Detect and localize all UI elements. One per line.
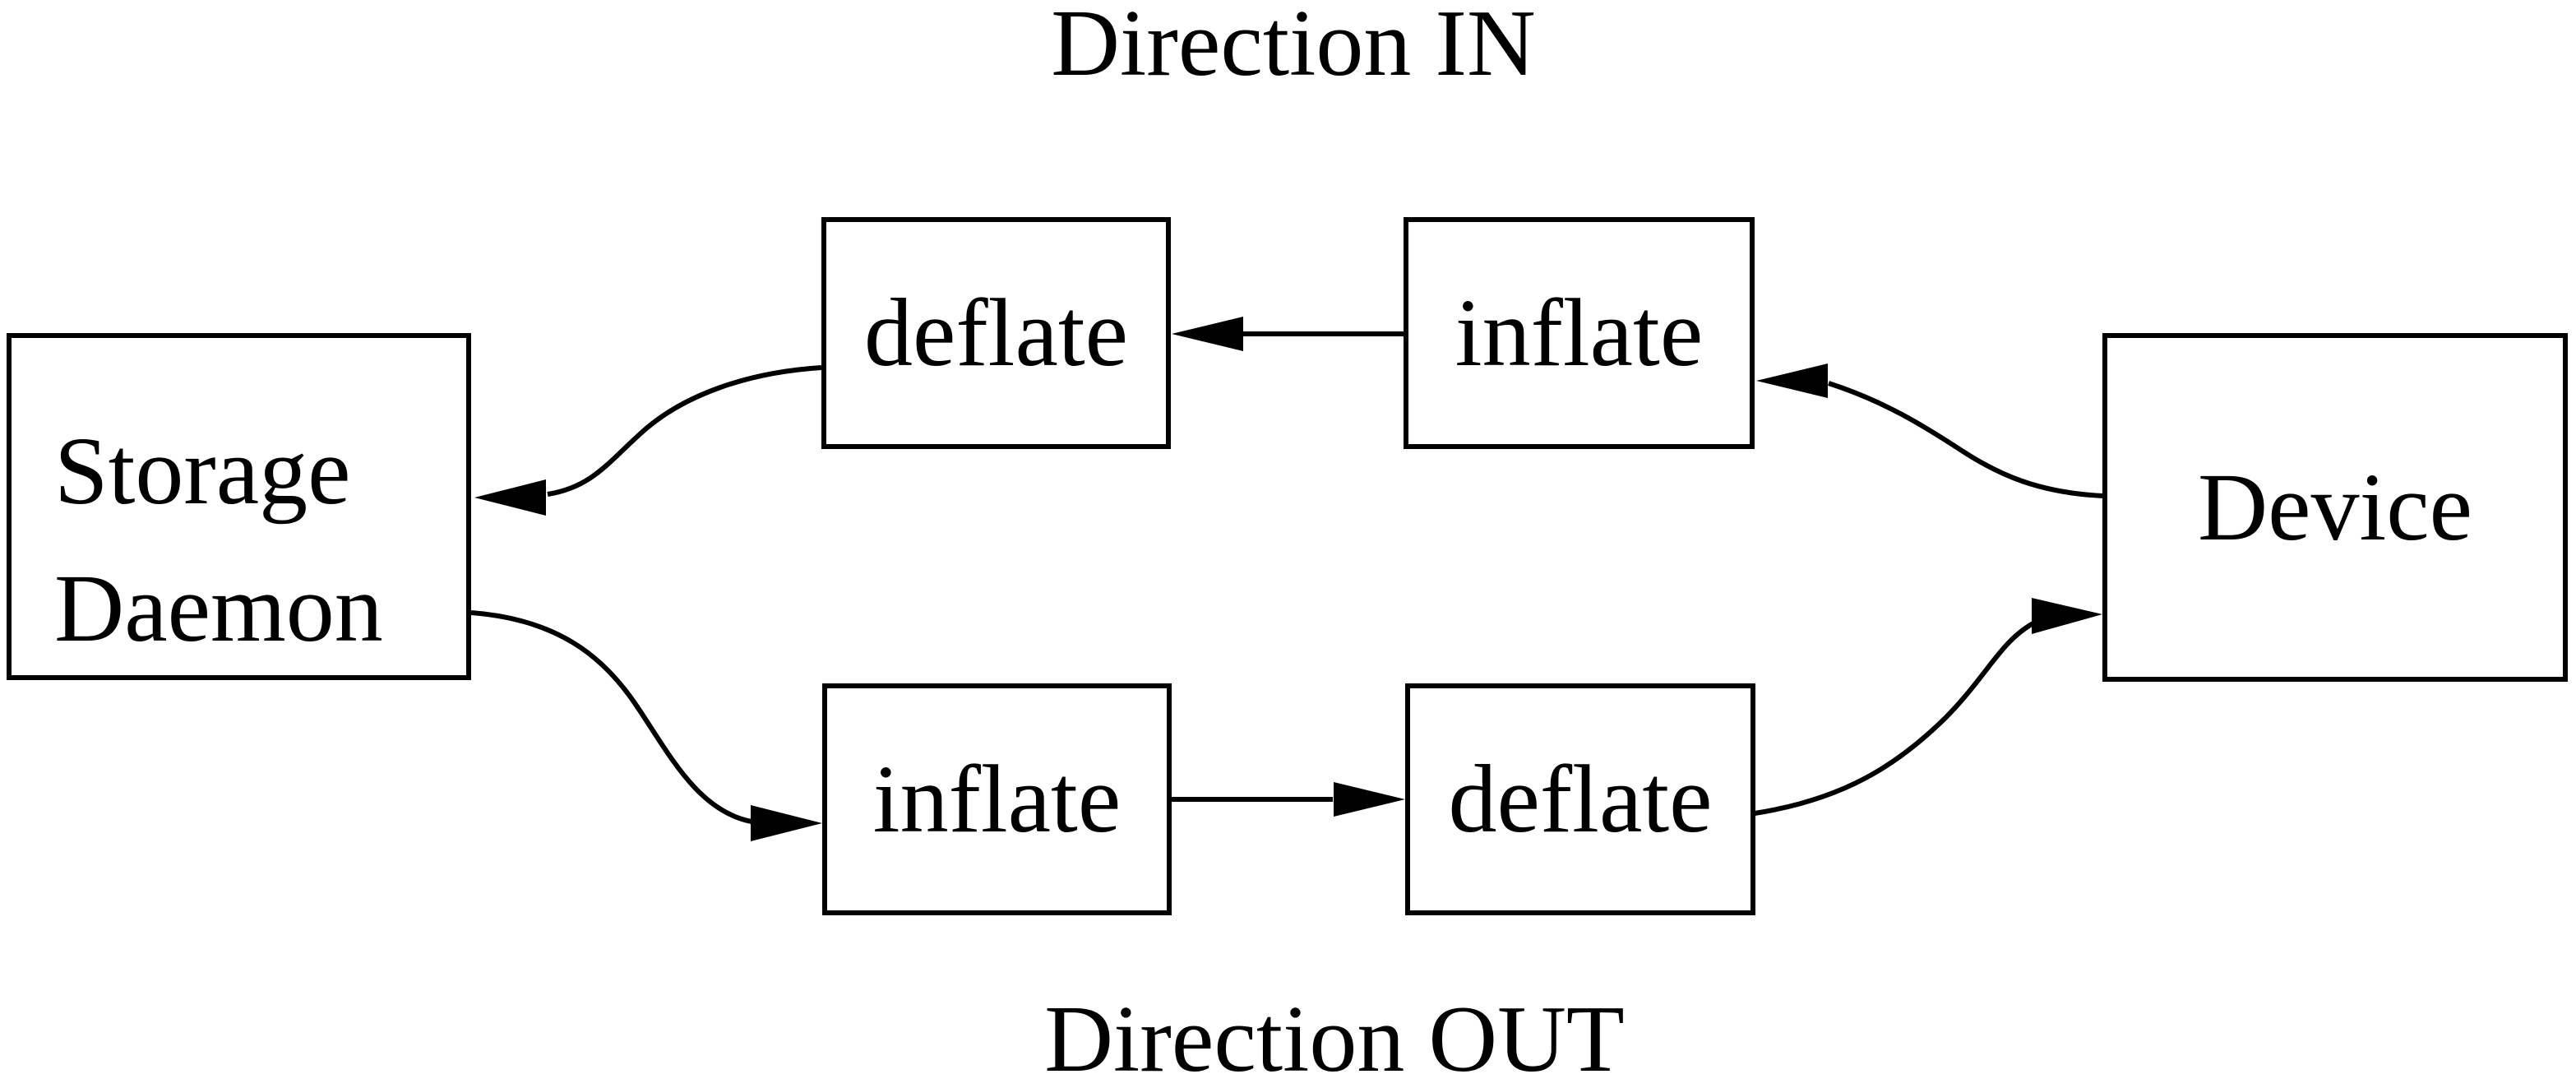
edge-device-to-inflate-in <box>1756 363 2103 498</box>
inflate-in-label: inflate <box>1454 279 1704 387</box>
title-direction-out: Direction OUT <box>1044 987 1625 1088</box>
deflate-in-label: deflate <box>864 279 1128 387</box>
node-deflate-in: deflate <box>821 217 1171 449</box>
arrowhead-right-icon <box>1334 782 1405 817</box>
node-inflate-out: inflate <box>822 683 1172 915</box>
storage-daemon-label-line2: Daemon <box>54 554 383 662</box>
arrowhead-left-icon <box>1756 363 1828 398</box>
inflate-out-label: inflate <box>872 745 1122 853</box>
storage-daemon-label-line1: Storage <box>54 417 351 525</box>
arrowhead-left-icon <box>474 479 546 516</box>
arrowhead-left-icon <box>1172 317 1243 351</box>
edge-deflate-in-to-storage-daemon <box>474 365 822 516</box>
node-inflate-in: inflate <box>1404 217 1755 449</box>
edge-deflate-out-to-device <box>1754 598 2102 816</box>
edge-storage-daemon-to-inflate-out <box>470 610 822 841</box>
device-label: Device <box>2197 453 2473 561</box>
edge-inflate-out-to-deflate-out <box>1171 782 1405 817</box>
node-deflate-out: deflate <box>1405 683 1755 915</box>
node-storage-daemon: Storage Daemon <box>7 333 471 680</box>
arrowhead-right-icon <box>751 805 822 841</box>
deflate-out-label: deflate <box>1448 745 1713 853</box>
arrowhead-right-icon <box>2032 598 2102 634</box>
node-device: Device <box>2102 333 2568 682</box>
edge-inflate-in-to-deflate-in <box>1172 317 1404 351</box>
title-direction-in: Direction IN <box>1051 0 1536 96</box>
